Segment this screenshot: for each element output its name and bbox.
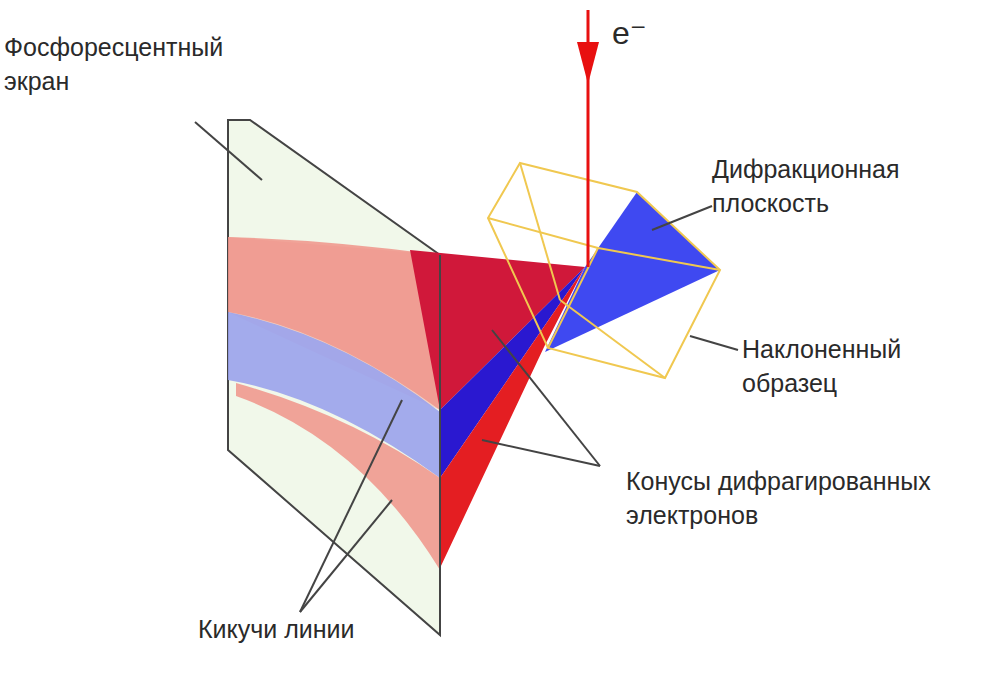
kikuchi-band-lower	[236, 383, 440, 570]
screen-label: Фосфоресцентный экран	[4, 30, 274, 98]
leader-lines	[195, 122, 738, 612]
cones-label: Конусы дифрагированных электронов	[626, 464, 990, 532]
screen-edge	[439, 255, 441, 635]
diffraction-cone-lower	[440, 267, 585, 568]
electron-label: e⁻	[612, 16, 672, 50]
tilted-sample	[488, 163, 720, 378]
sample-label: Наклоненный образец	[742, 332, 982, 400]
diffraction-plane	[545, 192, 720, 352]
beam-arrowhead	[577, 42, 599, 84]
phosphor-screen	[228, 120, 440, 635]
kikuchi-label: Кикучи линии	[198, 612, 398, 646]
plane-label: Дифракционная плоскость	[712, 152, 982, 220]
